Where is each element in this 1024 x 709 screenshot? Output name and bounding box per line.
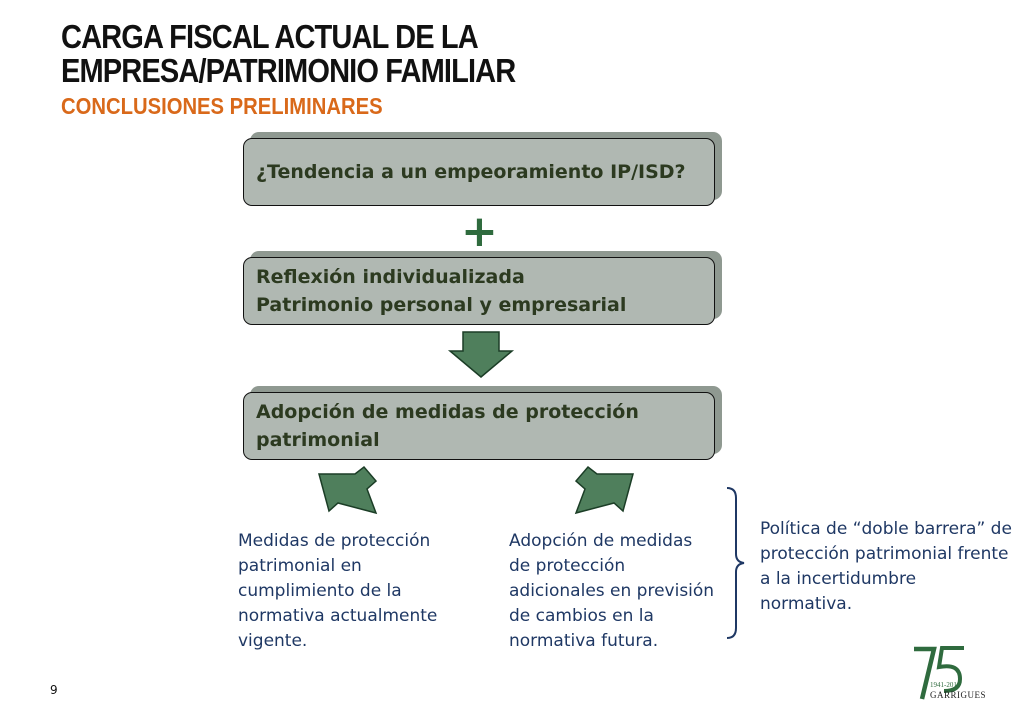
down-arrow-icon — [447, 331, 515, 378]
flow-box-adopcion: Adopción de medidas de protección patrim… — [243, 392, 715, 460]
page-number: 9 — [50, 683, 58, 697]
column-line: protección patrimonial frente — [760, 544, 1009, 564]
column-line: Política de “doble barrera” de — [760, 519, 1012, 539]
column-line: a la incertidumbre — [760, 569, 917, 589]
column-line: vigente. — [238, 631, 308, 651]
column-line: normativa actualmente — [238, 606, 438, 626]
column-line: de protección — [509, 556, 626, 576]
flow-box-text: Adopción de medidas de protección — [256, 401, 639, 423]
plus-sign: + — [461, 206, 498, 257]
title-line-2: EMPRESA/PATRIMONIO FAMILIAR — [61, 52, 516, 89]
column-middle: Adopción de medidas de protección adicio… — [509, 529, 714, 654]
diagonal-arrow-left-icon — [318, 465, 378, 515]
flow-box-text: Patrimonio personal y empresarial — [256, 294, 627, 316]
column-left: Medidas de protección patrimonial en cum… — [238, 529, 437, 654]
flow-box-reflexion: Reflexión individualizada Patrimonio per… — [243, 257, 715, 325]
logo-years: 1941-2016 — [930, 681, 961, 689]
flow-box-text: Reflexión individualizada — [256, 266, 525, 288]
flow-box-text: patrimonial — [256, 429, 380, 451]
garrigues-75-logo: 1941-2016 GARRIGUES — [914, 646, 986, 700]
flow-box-tendencia: ¿Tendencia a un empeoramiento IP/ISD? — [243, 138, 715, 206]
column-right: Política de “doble barrera” de protecció… — [760, 517, 1012, 617]
flow-box-text: ¿Tendencia a un empeoramiento IP/ISD? — [256, 161, 686, 183]
title-line-1: CARGA FISCAL ACTUAL DE LA — [61, 18, 479, 55]
column-line: patrimonial en — [238, 556, 362, 576]
column-line: cumplimiento de la — [238, 581, 402, 601]
column-line: de cambios en la — [509, 606, 654, 626]
column-line: normativa futura. — [509, 631, 659, 651]
diagonal-arrow-right-icon — [574, 465, 634, 515]
column-line: Adopción de medidas — [509, 531, 693, 551]
column-line: Medidas de protección — [238, 531, 431, 551]
page-title: CARGA FISCAL ACTUAL DE LA EMPRESA/PATRIM… — [61, 20, 677, 88]
page-subtitle: CONCLUSIONES PRELIMINARES — [61, 93, 383, 119]
column-line: normativa. — [760, 594, 853, 614]
logo-name: GARRIGUES — [930, 690, 986, 700]
bracket-icon — [726, 487, 745, 639]
column-line: adicionales en previsión — [509, 581, 715, 601]
